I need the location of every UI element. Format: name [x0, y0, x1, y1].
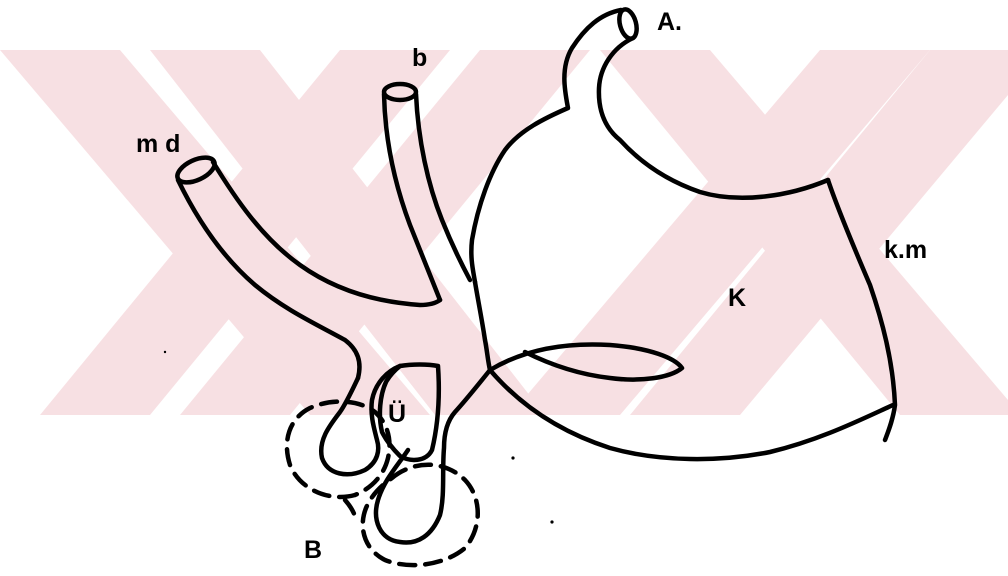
- b-dashed-lower: [363, 465, 478, 565]
- speck-1: [511, 456, 514, 459]
- label-md: m d: [136, 130, 180, 158]
- b-dashed-connector: [345, 500, 356, 522]
- label-b: b: [412, 44, 427, 72]
- speck-2: [550, 520, 553, 523]
- label-km: k.m: [884, 236, 927, 264]
- label-bb: B: [304, 536, 322, 564]
- label-k: K: [728, 284, 746, 312]
- label-u: Ü: [388, 399, 406, 428]
- speck-3: [164, 351, 166, 353]
- label-aorta: A.: [657, 8, 682, 36]
